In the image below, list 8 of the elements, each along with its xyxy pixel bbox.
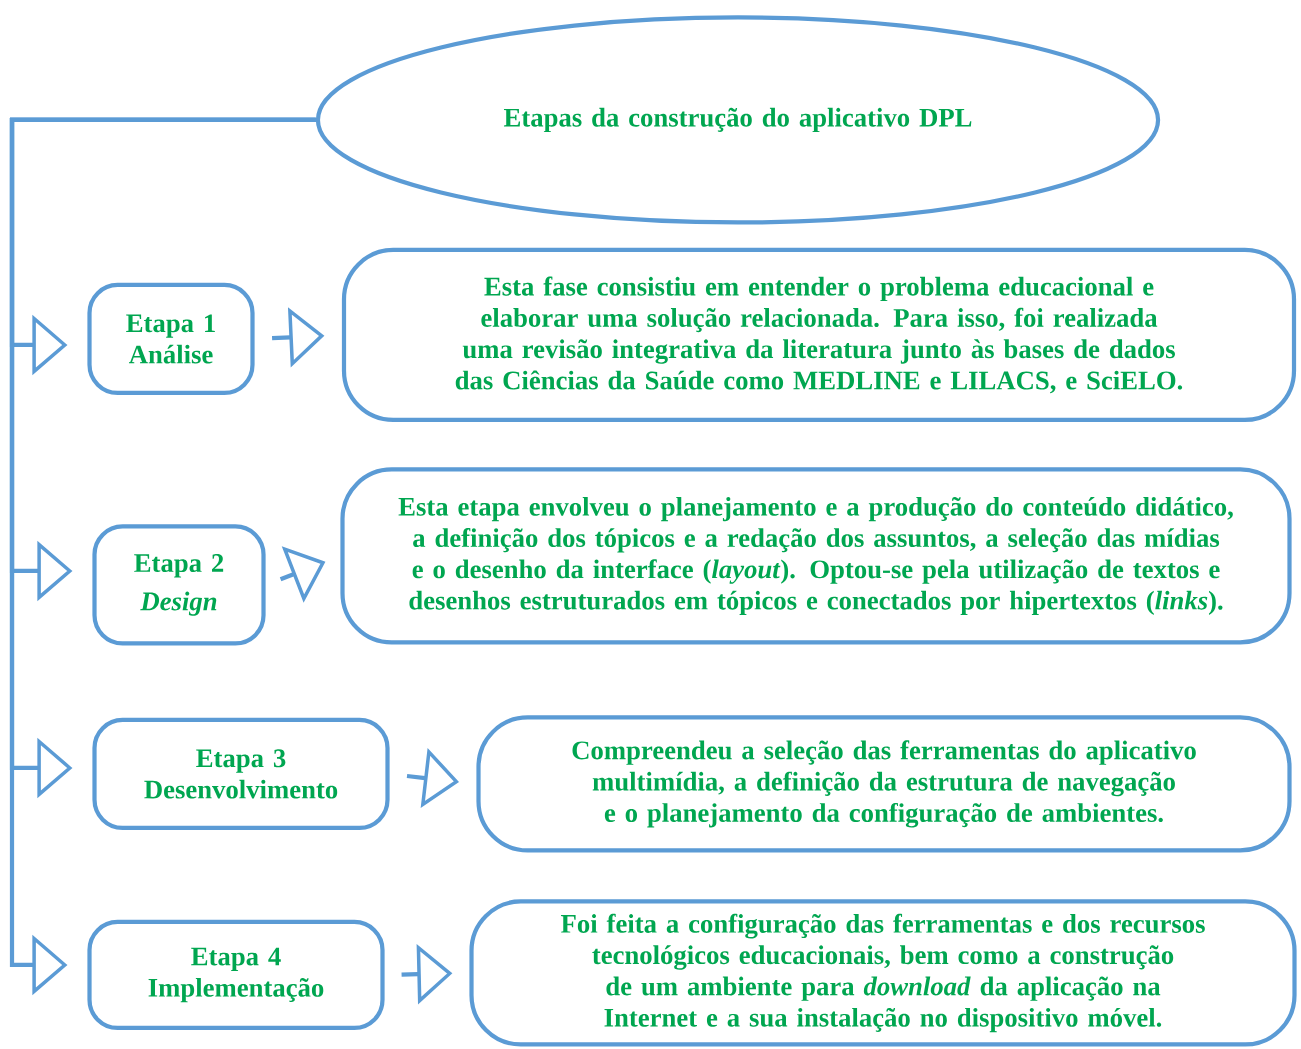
description-box: Esta etapa envolveu o planejamento e a produção do conteúdo didático, a definição dos tópicos e a redação dos assuntos, a seleção das mídias e o desenho da interface (layout). Optou-se pela utilização de textos e desenhos estruturados em tópicos e conectados por hipertextos (links).	[340, 467, 1292, 645]
stage-box: Etapa 4 Implementação	[87, 919, 385, 1031]
stage-box: Etapa 3 Desenvolvimento	[92, 717, 390, 831]
stage-box: Etapa 1 Análise	[87, 282, 255, 396]
description-box: Foi feita a configuração das ferramentas e dos recursos tecnológicos educacionais, bem como a construção de um ambiente para download da aplicação na Internet e a sua instalação no dispositivo móvel.	[469, 899, 1297, 1047]
description-box: Compreendeu a seleção das ferramentas do aplicativo multimídia, a definição da estrutura de navegação e o planejamento da configuração de ambientes.	[476, 715, 1292, 853]
stage-box: Etapa 2 Design	[92, 524, 266, 646]
description-box: Esta fase consistiu em entender o problema educacional e elaborar uma solução relacionada. Para isso, foi realizada uma revisão integrativa da literatura junto às bases de dados das Ciências da Saúde como MEDLINE e LILACS, e SciELO.	[341, 247, 1297, 423]
